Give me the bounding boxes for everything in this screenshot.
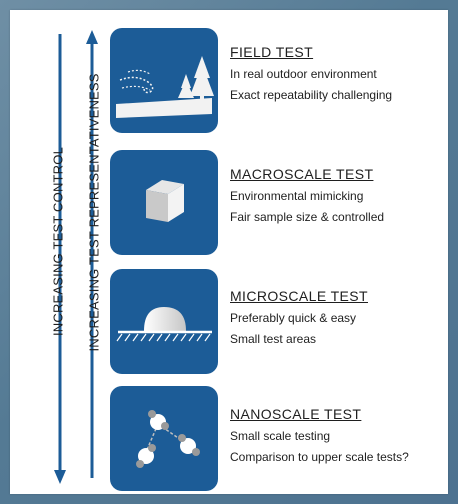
droplet-icon bbox=[116, 307, 212, 342]
field-test-tile bbox=[110, 28, 218, 133]
field-test-title: FIELD TEST bbox=[230, 44, 314, 60]
microscale-test-text: MICROSCALE TEST Preferably quick & easy … bbox=[230, 288, 444, 352]
microscale-test-tile bbox=[110, 269, 218, 374]
field-test-line-1: In real outdoor environment bbox=[230, 67, 377, 81]
macroscale-test-line-1: Environmental mimicking bbox=[230, 189, 364, 203]
microscale-test-title: MICROSCALE TEST bbox=[230, 288, 368, 304]
macroscale-test-tile bbox=[110, 150, 218, 255]
macroscale-test-text: MACROSCALE TEST Environmental mimicking … bbox=[230, 166, 444, 230]
nanoscale-test-title: NANOSCALE TEST bbox=[230, 406, 362, 422]
axis-arrows bbox=[54, 30, 98, 484]
test-representativeness-label: INCREASING TEST REPRESENTATIVENESS bbox=[86, 73, 102, 352]
nanoscale-test-tile bbox=[110, 386, 218, 491]
control-arrow-head bbox=[54, 470, 66, 484]
nanoscale-test-text: NANOSCALE TEST Small scale testing Compa… bbox=[230, 406, 444, 470]
field-test-text: FIELD TEST In real outdoor environment E… bbox=[230, 44, 444, 108]
molecules-icon bbox=[136, 410, 200, 468]
cube-icon bbox=[146, 180, 184, 222]
test-control-label: INCREASING TEST CONTROL bbox=[50, 146, 66, 337]
microscale-test-line-2: Small test areas bbox=[230, 332, 317, 346]
landscape-icon bbox=[116, 56, 214, 118]
macroscale-test-title: MACROSCALE TEST bbox=[230, 166, 374, 182]
field-test-line-2: Exact repeatability challenging bbox=[230, 88, 393, 102]
nanoscale-test-line-2: Comparison to upper scale tests? bbox=[230, 450, 409, 464]
diagram-panel: INCREASING TEST CONTROL INCREASING TEST … bbox=[10, 10, 448, 494]
macroscale-test-line-2: Fair sample size & controlled bbox=[230, 210, 385, 224]
microscale-test-line-1: Preferably quick & easy bbox=[230, 311, 357, 325]
nanoscale-test-line-1: Small scale testing bbox=[230, 429, 331, 443]
repr-arrow-head bbox=[86, 30, 98, 44]
